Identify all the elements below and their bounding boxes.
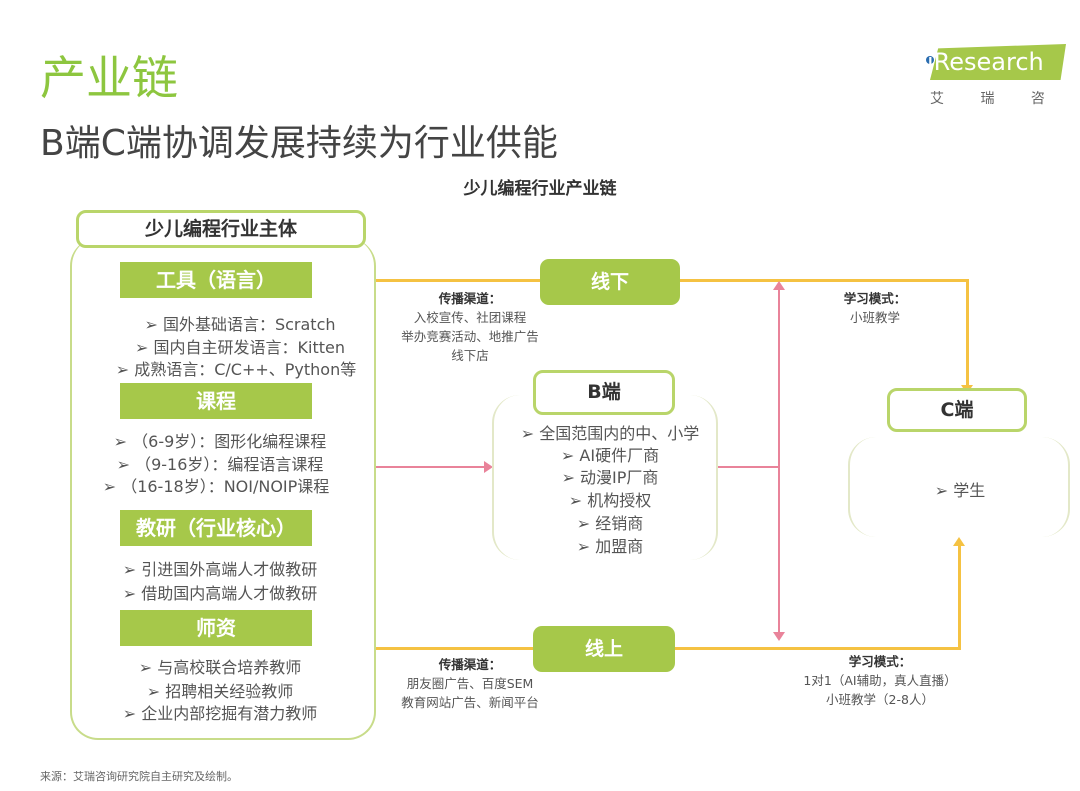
logo-text: iResearch: [927, 48, 1044, 76]
list-item: ➢ 成熟语言：C/C++、Python等: [115, 360, 357, 379]
list-item: ➢ 引进国外高端人才做教研: [122, 560, 318, 579]
channel-line: 入校宣传、社团课程: [413, 310, 527, 325]
online-mode: 学习模式： 1对1（AI辅助，真人直播） 小班教学（2-8人）: [770, 652, 990, 709]
c-end-container: [848, 437, 1070, 537]
mode-line: 小班教学: [849, 310, 900, 325]
arrow-right-icon: [484, 461, 493, 473]
list-item: ➢ AI硬件厂商: [560, 446, 660, 465]
list-item: ➢ 经销商: [576, 514, 644, 533]
list-item: ➢ （16-18岁）：NOI/NOIP课程: [102, 477, 330, 496]
list-item: ➢ 国外基础语言：Scratch: [144, 315, 336, 334]
b-end-container: [492, 395, 718, 560]
list-item: ➢ 招聘相关经验教师: [146, 682, 294, 701]
mode-title: 学习模式：: [848, 654, 912, 669]
list-item: ➢ （6-9岁）：图形化编程课程: [113, 432, 327, 451]
page-subtitle: B端C端协调发展持续为行业供能: [40, 123, 558, 164]
list-item: ➢ 机构授权: [568, 491, 652, 510]
vertical-pink-line: [778, 288, 780, 632]
mode-line: 小班教学（2-8人）: [826, 692, 934, 707]
channel-title: 传播渠道：: [438, 657, 502, 672]
list-item: ➢ 企业内部挖掘有潜力教师: [122, 704, 318, 723]
section-teachers: 师资: [120, 610, 312, 646]
mode-line: 1对1（AI辅助，真人直播）: [803, 673, 957, 688]
b-to-vertical-line: [718, 466, 780, 468]
list-item: ➢ 与高校联合培养教师: [138, 658, 302, 677]
offline-mode: 学习模式： 小班教学: [775, 289, 975, 327]
iresearch-logo: iResearch 艾 瑞 咨 询: [922, 42, 1080, 112]
section-research: 教研（行业核心）: [120, 510, 312, 546]
offline-channels: 传播渠道： 入校宣传、社团课程 举办竞赛活动、地推广告 线下店: [370, 289, 570, 365]
arrow-up-icon: [953, 537, 965, 546]
c-end-header: C端: [887, 388, 1027, 432]
channel-line: 朋友圈广告、百度SEM: [406, 676, 534, 691]
section-tools: 工具（语言）: [120, 262, 312, 298]
main-body-header: 少儿编程行业主体: [76, 210, 366, 248]
section-courses: 课程: [120, 383, 312, 419]
list-item: ➢ 加盟商: [576, 537, 644, 556]
channel-title: 传播渠道：: [438, 291, 502, 306]
list-item: ➢ 借助国内高端人才做教研: [122, 584, 318, 603]
offline-box: 线下: [540, 259, 680, 305]
main-body-container: [70, 238, 376, 740]
logo-cn: 艾 瑞 咨 询: [930, 91, 1080, 107]
page-title: 产业链: [40, 51, 178, 105]
list-item: ➢ 全国范围内的中、小学: [520, 424, 700, 443]
channel-line: 教育网站广告、新闻平台: [401, 695, 539, 710]
arrow-down-icon: [773, 632, 785, 641]
offline-down-line: [966, 279, 969, 389]
mode-title: 学习模式：: [843, 291, 907, 306]
list-item: ➢ （9-16岁）：编程语言课程: [116, 455, 324, 474]
online-box: 线上: [533, 626, 675, 672]
main-to-b-line: [375, 466, 485, 468]
online-up-line: [958, 545, 961, 650]
channel-line: 线下店: [451, 348, 489, 363]
list-item: ➢ 国内自主研发语言：Kitten: [135, 338, 345, 357]
arrow-up-icon: [773, 281, 785, 290]
list-item: ➢ 动漫IP厂商: [561, 468, 659, 487]
channel-line: 举办竞赛活动、地推广告: [401, 329, 539, 344]
list-item: ➢ 学生: [934, 481, 986, 500]
source-note: 来源：艾瑞咨询研究院自主研究及绘制。: [40, 770, 238, 783]
diagram-title: 少儿编程行业产业链: [463, 179, 617, 199]
online-channels: 传播渠道： 朋友圈广告、百度SEM 教育网站广告、新闻平台: [370, 655, 570, 712]
b-end-header: B端: [533, 370, 675, 415]
